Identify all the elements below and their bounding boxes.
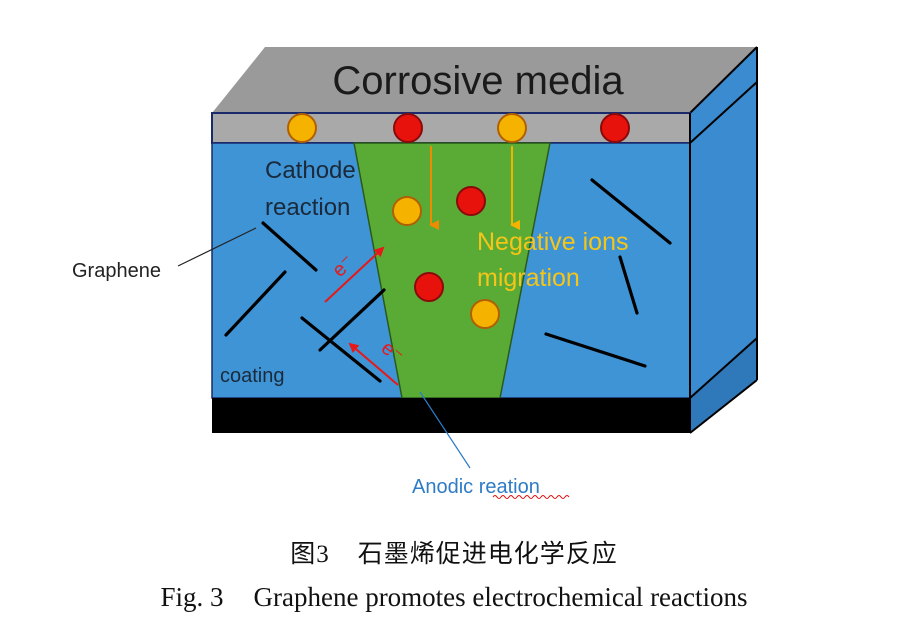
cathode-reaction-label-1: Cathode <box>265 157 356 184</box>
graphene-flake <box>318 288 386 352</box>
figure-title-cn: 石墨烯促进电化学反应 <box>357 539 618 568</box>
ion-red <box>600 113 630 143</box>
ion-orange <box>392 196 422 226</box>
cathode-reaction-label-2: reaction <box>265 194 350 221</box>
substrate-side-face <box>690 338 757 433</box>
graphene-flake <box>261 221 318 272</box>
anodic-reaction-label: Anodic reation <box>412 476 540 498</box>
graphene-label: Graphene <box>72 260 161 282</box>
spellcheck-underline <box>492 495 570 499</box>
figure-number-cn: 图3 <box>290 541 330 568</box>
side-edge-top <box>689 46 758 114</box>
corrosive-media-label: Corrosive media <box>332 59 624 103</box>
figure-number-en: Fig. 3 <box>160 582 224 612</box>
graphene-flake <box>224 270 287 337</box>
ion-red <box>393 113 423 143</box>
coating-side-face <box>690 47 757 433</box>
side-edge-sub <box>689 337 758 399</box>
media-top-face <box>212 47 757 113</box>
metal-substrate <box>212 398 690 433</box>
ion-orange <box>287 113 317 143</box>
ion-red <box>456 186 486 216</box>
graphene-flake <box>544 332 647 368</box>
ion-orange <box>470 299 500 329</box>
negative-ions-label-1: Negative ions <box>477 228 628 256</box>
side-edge-mid <box>689 81 758 144</box>
graphene-leader-line <box>177 227 257 267</box>
ion-red <box>414 272 444 302</box>
negative-ions-label-2: migration <box>477 264 580 292</box>
electron-arrow <box>348 342 399 386</box>
corrosion-diagram: e⁻ e⁻ Corrosive media Cathode reaction N… <box>72 46 758 499</box>
graphene-flake <box>590 178 672 245</box>
ion-orange <box>497 113 527 143</box>
side-edge-bottom <box>689 379 758 434</box>
figure-title-en: Graphene promotes electrochemical reacti… <box>253 582 748 612</box>
graphene-flake <box>618 255 639 315</box>
figure-caption-cn: 图3 石墨烯促进电化学反应 <box>0 534 908 570</box>
figure-caption-en: Fig. 3 Graphene promotes electrochemical … <box>0 582 908 613</box>
electron-arrow <box>324 246 385 303</box>
coating-label: coating <box>220 365 285 387</box>
graphene-flakes <box>224 178 672 383</box>
graphene-flake <box>300 316 382 383</box>
anodic-leader-line <box>419 391 471 469</box>
